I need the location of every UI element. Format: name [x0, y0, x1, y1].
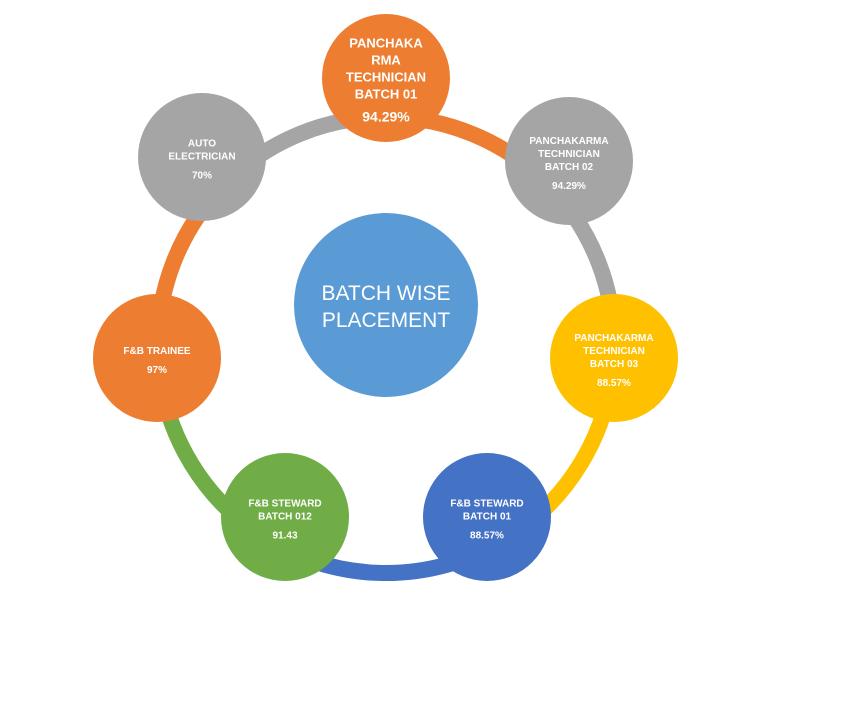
node-label-line: F&B STEWARD — [248, 498, 321, 509]
node-auto-electrician: AUTO ELECTRICIAN 70% — [138, 93, 266, 221]
node-label-line: BATCH 01 — [355, 87, 418, 102]
node-label-line: TECHNICIAN — [538, 149, 600, 160]
node-label-line: BATCH 01 — [463, 511, 512, 522]
node-label-line: BATCH 03 — [590, 359, 639, 370]
node-label-line: RMA — [371, 53, 401, 68]
node-label-line: F&B TRAINEE — [123, 346, 191, 357]
node-circle — [138, 93, 266, 221]
node-circle — [93, 294, 221, 422]
node-panchakarma-batch-03: PANCHAKARMA TECHNICIAN BATCH 03 88.57% — [550, 294, 678, 422]
node-fb-trainee: F&B TRAINEE 97% — [93, 294, 221, 422]
node-label-line: TECHNICIAN — [346, 70, 426, 85]
node-fb-steward-batch-012: F&B STEWARD BATCH 012 91.43 — [221, 453, 349, 581]
node-circle — [505, 97, 633, 225]
node-label-line: BATCH 012 — [258, 511, 312, 522]
center-title-line: PLACEMENT — [322, 309, 451, 332]
node-circle — [423, 453, 551, 581]
center-node: BATCH WISE PLACEMENT — [294, 213, 478, 397]
node-label-line: ELECTRICIAN — [168, 151, 235, 162]
node-value: 88.57% — [470, 530, 504, 541]
node-label-line: PANCHAKARMA — [574, 333, 653, 344]
node-value: 94.29% — [552, 181, 586, 192]
node-value: 97% — [147, 365, 167, 376]
node-value: 88.57% — [597, 378, 631, 389]
node-circle — [550, 294, 678, 422]
node-circle — [322, 14, 450, 142]
node-panchakarma-batch-01: PANCHAKA RMA TECHNICIAN BATCH 01 94.29% — [322, 14, 450, 142]
node-label-line: BATCH 02 — [545, 162, 594, 173]
center-title-line: BATCH WISE — [321, 282, 450, 305]
node-label-line: AUTO — [188, 138, 216, 149]
node-label-line: PANCHAKARMA — [529, 136, 608, 147]
node-fb-steward-batch-01: F&B STEWARD BATCH 01 88.57% — [423, 453, 551, 581]
node-label-line: PANCHAKA — [349, 36, 423, 51]
node-value: 94.29% — [362, 109, 410, 125]
node-label-line: F&B STEWARD — [450, 498, 523, 509]
node-circle — [221, 453, 349, 581]
node-value: 91.43 — [272, 530, 297, 541]
node-label-line: TECHNICIAN — [583, 346, 645, 357]
node-value: 70% — [192, 170, 212, 181]
node-panchakarma-batch-02: PANCHAKARMA TECHNICIAN BATCH 02 94.29% — [505, 97, 633, 225]
center-circle — [294, 213, 478, 397]
